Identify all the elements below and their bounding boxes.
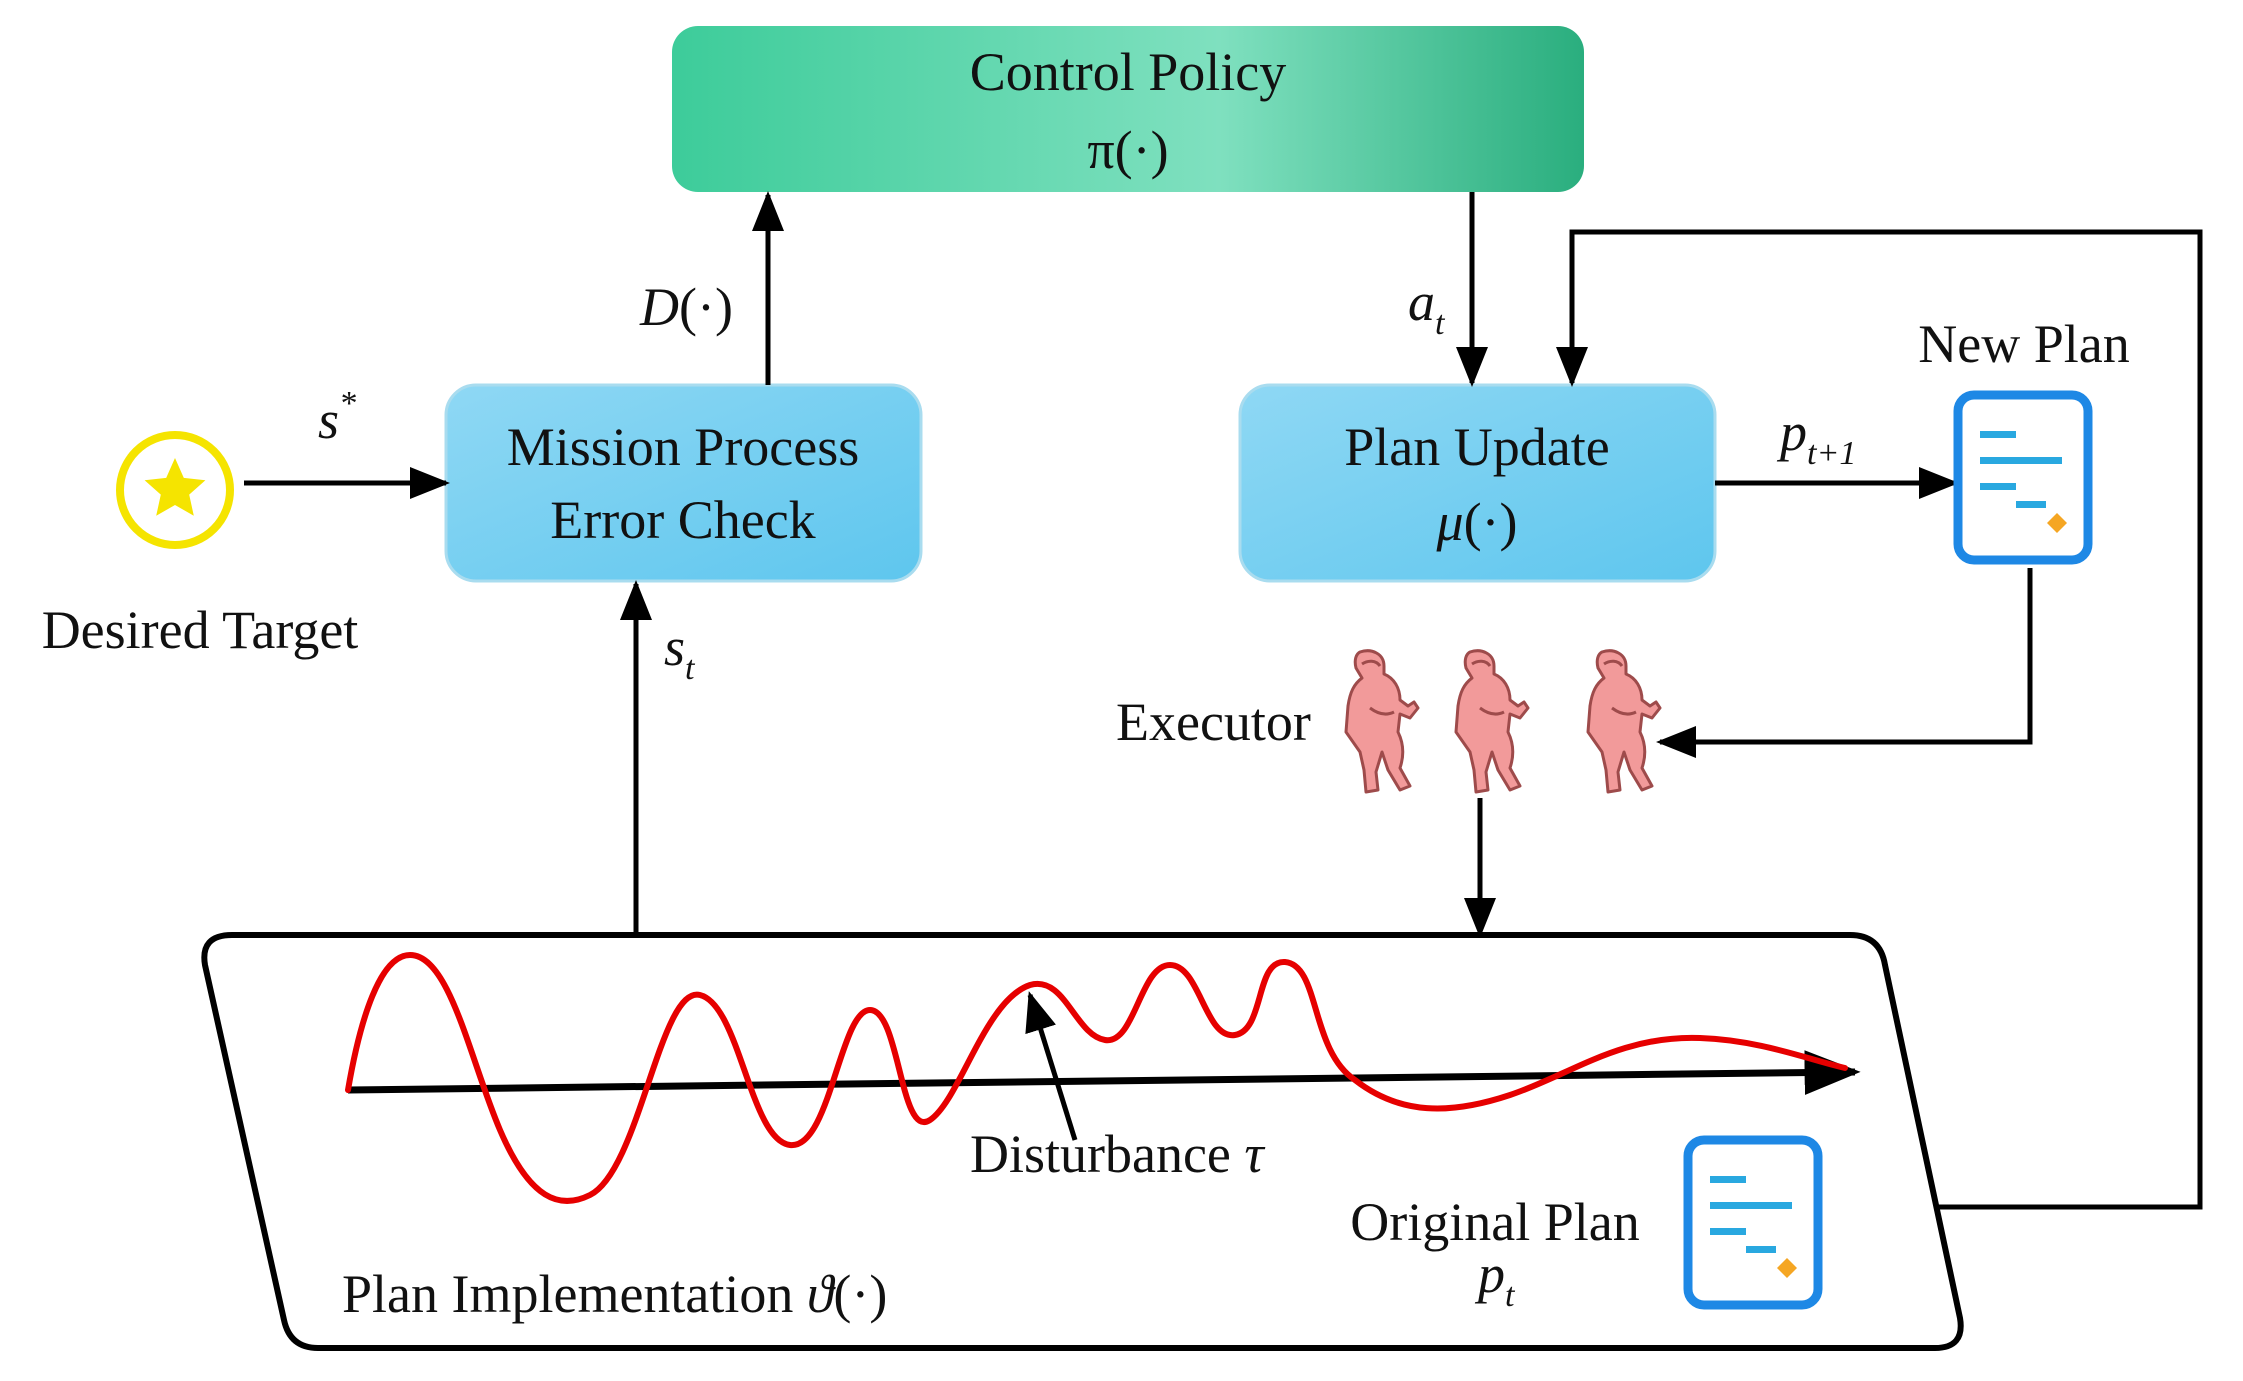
- original-plan-document-icon: [1688, 1140, 1818, 1305]
- plan-update-title: Plan Update: [1344, 417, 1609, 477]
- plan-implementation-box: [201, 932, 1964, 1351]
- control-policy-function: π(·): [1087, 120, 1168, 180]
- disturbance-wave: [345, 952, 1848, 1205]
- mission-error-check-box: Mission Process Error Check: [444, 383, 923, 583]
- new-plan-signal-label: pt+1: [1776, 402, 1856, 472]
- mission-check-line2: Error Check: [550, 490, 815, 550]
- control-policy-box: Control Policy π(·): [672, 26, 1584, 192]
- original-plan-symbol: pt: [1474, 1244, 1516, 1314]
- disturbance-label: Disturbance τ: [970, 1124, 1265, 1184]
- plan-update-box: Plan Update μ(·): [1238, 383, 1717, 583]
- new-plan-document-icon: [1958, 395, 2088, 560]
- star-icon: [144, 458, 206, 516]
- original-plan-feedback-line: [1556, 229, 2203, 1210]
- action-signal-label: at: [1408, 272, 1446, 342]
- control-policy-title: Control Policy: [970, 42, 1287, 102]
- mission-check-line1: Mission Process: [507, 417, 860, 477]
- target-signal-label: s*: [318, 385, 356, 450]
- plan-update-function: μ(·): [1435, 492, 1517, 552]
- error-signal-label: D(·): [639, 277, 733, 337]
- desired-target: Desired Target: [42, 431, 359, 660]
- time-axis-arrow: [347, 1050, 1861, 1096]
- executor-soldier-icon-2: [1454, 649, 1530, 794]
- executor-soldier-icon-1: [1344, 649, 1420, 794]
- plan-implementation-label: Plan Implementation ϑ(·): [342, 1264, 887, 1324]
- executor-label: Executor: [1116, 692, 1311, 752]
- executor-soldier-icon-3: [1586, 649, 1662, 794]
- disturbance-pointer-arrow: [1025, 991, 1078, 1141]
- original-plan-label: Original Plan: [1350, 1192, 1639, 1252]
- new-plan-to-executor-arrow: [1656, 568, 2033, 758]
- state-signal-label: st: [664, 617, 696, 687]
- new-plan-label: New Plan: [1918, 314, 2129, 374]
- desired-target-label: Desired Target: [42, 600, 359, 660]
